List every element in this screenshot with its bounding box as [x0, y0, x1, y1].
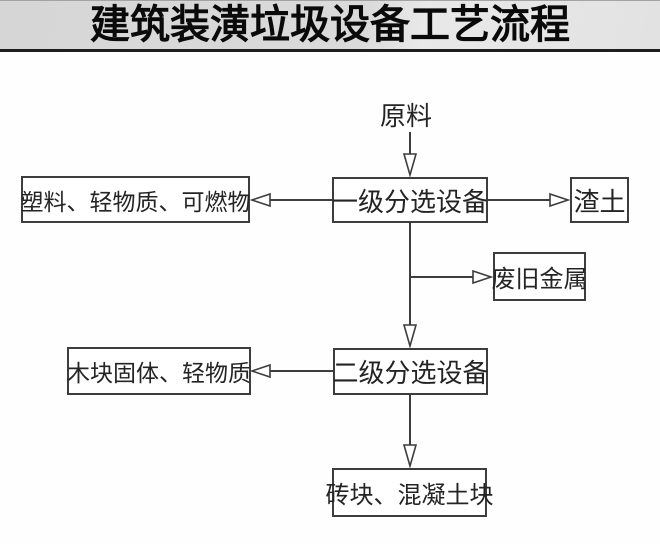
arrowhead-down-icon	[402, 444, 418, 469]
arrowhead-right-icon	[549, 192, 571, 208]
node-brick-concrete: 砖块、混凝土块	[326, 468, 494, 517]
connector-stage1-to-slag	[488, 192, 571, 208]
title-bar: 建筑装潢垃圾设备工艺流程	[0, 0, 660, 52]
connector-stage1-to-stage2	[402, 223, 418, 349]
node-slag-soil: 渣土	[570, 177, 629, 223]
arrowhead-left-icon	[249, 192, 271, 208]
connector-stage2-to-wood	[249, 363, 333, 379]
arrowhead-down-icon	[402, 324, 418, 349]
connector-raw-to-stage1	[402, 132, 418, 178]
node-plastic-light-combustible: 塑料、轻物质、可燃物	[21, 176, 251, 223]
node-stage2-sorting-equipment: 二级分选设备	[333, 348, 489, 395]
node-scrap-metal: 废旧金属	[492, 252, 588, 301]
node-wood-solid-light: 木块固体、轻物质	[67, 347, 251, 395]
connector-stage1-to-plastic	[249, 192, 332, 208]
node-stage1-sorting-equipment: 一级分选设备	[332, 177, 488, 223]
page-title: 建筑装潢垃圾设备工艺流程	[90, 3, 570, 47]
node-raw-material: 原料	[379, 100, 432, 131]
arrowhead-right-icon	[472, 269, 494, 285]
arrowhead-down-icon	[402, 153, 418, 178]
connector-stage2-to-brick	[402, 394, 418, 469]
arrowhead-left-icon	[249, 363, 271, 379]
connector-stage1-to-metal	[409, 269, 494, 285]
